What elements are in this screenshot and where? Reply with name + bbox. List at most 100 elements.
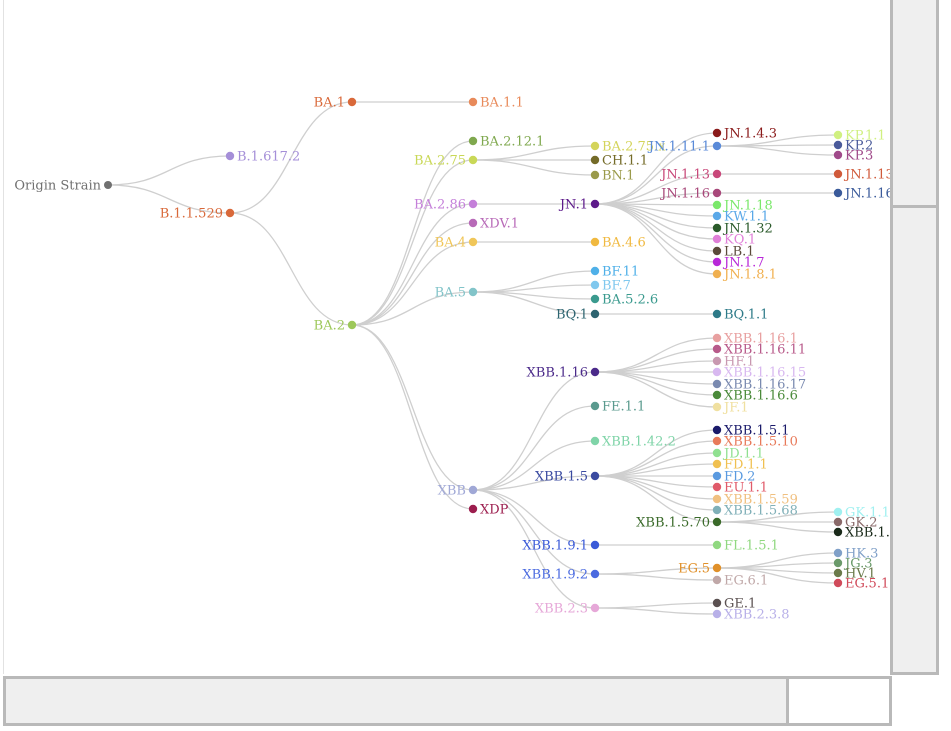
- tree-node-ba286[interactable]: BA.2.86: [414, 198, 478, 213]
- node-dot[interactable]: [833, 517, 843, 527]
- tree-node-jn132[interactable]: JN.1.32: [712, 222, 773, 237]
- node-dot[interactable]: [712, 367, 722, 377]
- node-dot[interactable]: [712, 402, 722, 412]
- node-dot[interactable]: [712, 333, 722, 343]
- tree-node-kp3[interactable]: KP.3: [833, 149, 873, 164]
- tree-node-xbb1510[interactable]: XBB.1.5.10: [712, 435, 798, 450]
- tree-node-ba11[interactable]: BA.1.1: [468, 96, 524, 111]
- tree-node-hk3[interactable]: HK.3: [833, 547, 879, 562]
- node-dot[interactable]: [590, 367, 600, 377]
- node-dot[interactable]: [590, 280, 600, 290]
- tree-node-bf7[interactable]: BF.7: [590, 279, 631, 294]
- node-dot[interactable]: [833, 527, 843, 537]
- node-dot[interactable]: [468, 237, 478, 247]
- bottom-bar-button[interactable]: [786, 676, 892, 726]
- tree-node-kp2[interactable]: KP.2: [833, 139, 873, 154]
- tree-node-jn17[interactable]: JN.1.7: [712, 256, 765, 271]
- tree-node-jg3[interactable]: JG.3: [833, 557, 873, 572]
- node-dot[interactable]: [712, 459, 722, 469]
- tree-node-bf11[interactable]: BF.11: [590, 265, 639, 280]
- node-dot[interactable]: [712, 390, 722, 400]
- tree-node-xbb11611[interactable]: XBB.1.16.11: [712, 343, 806, 358]
- node-dot[interactable]: [712, 128, 722, 138]
- node-dot[interactable]: [712, 246, 722, 256]
- node-dot[interactable]: [833, 568, 843, 578]
- node-dot[interactable]: [468, 218, 478, 228]
- tree-node-ba526[interactable]: BA.5.2.6: [590, 293, 658, 308]
- node-dot[interactable]: [590, 603, 600, 613]
- tree-node-xbb11617[interactable]: XBB.1.16.17: [712, 378, 806, 393]
- node-dot[interactable]: [590, 569, 600, 579]
- tree-node-ba5[interactable]: BA.5: [435, 286, 478, 301]
- tree-node-kq1[interactable]: KQ.1: [712, 233, 756, 248]
- node-dot[interactable]: [712, 309, 722, 319]
- tree-node-ch11[interactable]: CH.1.1: [590, 154, 648, 169]
- node-dot[interactable]: [712, 471, 722, 481]
- node-dot[interactable]: [833, 507, 843, 517]
- node-dot[interactable]: [833, 188, 843, 198]
- node-dot[interactable]: [712, 211, 722, 221]
- tree-node-lb1[interactable]: LB.1: [712, 245, 755, 260]
- tree-node-xbb191[interactable]: XBB.1.9.1: [522, 539, 600, 554]
- node-dot[interactable]: [468, 97, 478, 107]
- node-dot[interactable]: [590, 237, 600, 247]
- tree-node-origin[interactable]: Origin Strain: [14, 179, 112, 194]
- node-dot[interactable]: [712, 234, 722, 244]
- tree-node-bn1[interactable]: BN.1: [590, 169, 635, 184]
- node-dot[interactable]: [712, 436, 722, 446]
- node-dot[interactable]: [225, 208, 235, 218]
- tree-node-jf1[interactable]: JF.1: [712, 401, 749, 416]
- node-dot[interactable]: [590, 294, 600, 304]
- tree-node-xbb192[interactable]: XBB.1.9.2: [522, 568, 600, 583]
- tree-node-xbb15[interactable]: XBB.1.5: [535, 470, 600, 485]
- tree-node-eg5[interactable]: EG.5: [678, 562, 722, 577]
- tree-node-xbb23[interactable]: XBB.2.3: [535, 602, 600, 617]
- node-dot[interactable]: [712, 598, 722, 608]
- node-dot[interactable]: [712, 223, 722, 233]
- tree-node-jn114[interactable]: JN.1.4.3: [712, 127, 777, 142]
- tree-node-bq1[interactable]: BQ.1: [556, 308, 600, 323]
- tree-node-gk2[interactable]: GK.2: [833, 516, 878, 531]
- node-dot[interactable]: [590, 155, 600, 165]
- tree-node-b1617[interactable]: B.1.617.2: [225, 150, 301, 165]
- node-dot[interactable]: [833, 578, 843, 588]
- node-dot[interactable]: [712, 540, 722, 550]
- node-dot[interactable]: [833, 150, 843, 160]
- node-dot[interactable]: [712, 344, 722, 354]
- node-dot[interactable]: [590, 199, 600, 209]
- node-dot[interactable]: [590, 540, 600, 550]
- tree-node-xbb1570[interactable]: XBB.1.5.70: [636, 516, 722, 531]
- node-dot[interactable]: [468, 136, 478, 146]
- tree-node-xbb1161[interactable]: XBB.1.16.1: [712, 332, 798, 347]
- tree-node-hv1[interactable]: HV.1: [833, 567, 876, 582]
- tree-node-eg61[interactable]: EG.6.1: [712, 574, 768, 589]
- tree-node-ge1[interactable]: GE.1: [712, 597, 756, 612]
- node-dot[interactable]: [712, 269, 722, 279]
- node-dot[interactable]: [468, 504, 478, 514]
- node-dot[interactable]: [712, 379, 722, 389]
- node-dot[interactable]: [468, 155, 478, 165]
- tree-node-ba4[interactable]: BA.4: [435, 236, 478, 251]
- node-dot[interactable]: [590, 401, 600, 411]
- node-dot[interactable]: [225, 151, 235, 161]
- tree-node-ba275x[interactable]: BA.2.75.x: [590, 140, 666, 155]
- node-dot[interactable]: [347, 320, 357, 330]
- tree-node-eu11[interactable]: EU.1.1: [712, 481, 768, 496]
- tree-node-ba1[interactable]: BA.1: [314, 96, 357, 111]
- node-dot[interactable]: [712, 356, 722, 366]
- tree-node-b11529[interactable]: B.1.1.529: [160, 207, 235, 222]
- tree-node-jn1111[interactable]: JN.1.11.1: [647, 140, 722, 155]
- node-dot[interactable]: [712, 257, 722, 267]
- tree-node-ba46[interactable]: BA.4.6: [590, 236, 646, 251]
- node-dot[interactable]: [468, 485, 478, 495]
- tree-node-xbb238[interactable]: XBB.2.3.8: [712, 608, 790, 623]
- node-dot[interactable]: [468, 287, 478, 297]
- node-dot[interactable]: [590, 471, 600, 481]
- node-dot[interactable]: [468, 199, 478, 209]
- tree-node-gk11[interactable]: GK.1.1: [833, 506, 890, 521]
- tree-node-jn118[interactable]: JN.1.18: [712, 199, 773, 214]
- tree-node-fd2[interactable]: FD.2: [712, 470, 756, 485]
- node-dot[interactable]: [833, 558, 843, 568]
- node-dot[interactable]: [712, 425, 722, 435]
- node-dot[interactable]: [712, 448, 722, 458]
